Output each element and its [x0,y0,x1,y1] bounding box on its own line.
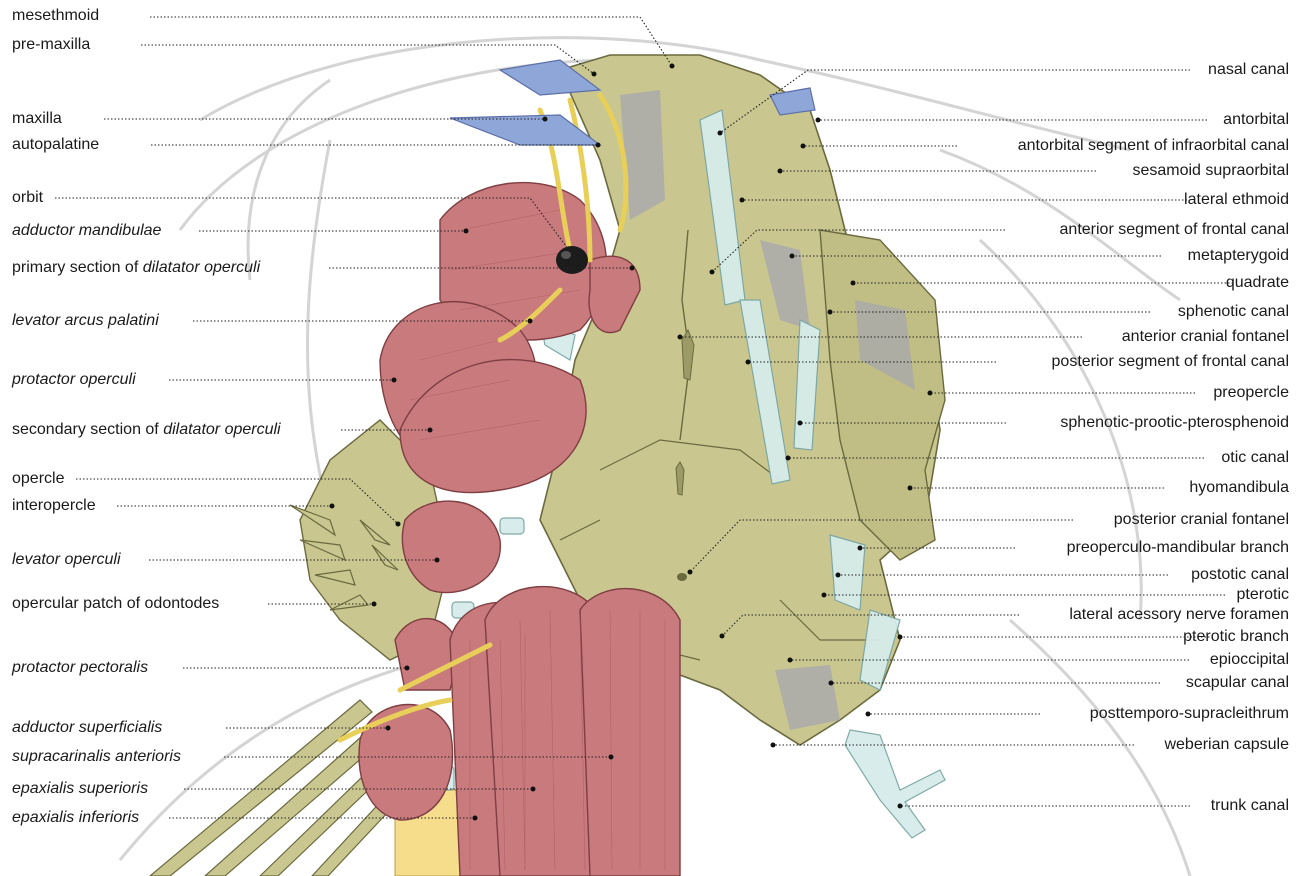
label-pterotic: pterotic [1237,586,1289,604]
label-preopercle: preopercle [1213,384,1289,402]
label-secondary-dilatator: secondary section of dilatator operculi [12,421,281,439]
label-anterior-frontal-canal: anterior segment of frontal canal [1060,221,1289,239]
label-metapterygoid: metapterygoid [1188,247,1289,265]
label-otic-canal: otic canal [1221,449,1289,467]
label-interopercle: interopercle [12,497,96,515]
label-mesethmoid: mesethmoid [12,7,99,25]
label-antorbital-segment: antorbital segment of infraorbital canal [1018,137,1289,155]
label-supracarinalis-anterioris: supracarinalis anterioris [12,748,181,766]
label-epioccipital: epioccipital [1210,651,1289,669]
levator-operculi-muscle [402,501,500,592]
label-pterotic-branch: pterotic branch [1183,628,1289,646]
label-posttemporo-supracleithrum: posttemporo-supracleithrum [1090,705,1289,723]
label-adductor-mandibulae: adductor mandibulae [12,222,161,240]
label-scapular-canal: scapular canal [1186,674,1289,692]
label-posterior-cranial-fontanel: posterior cranial fontanel [1114,511,1289,529]
label-primary-dilatator: primary section of dilatator operculi [12,259,260,277]
label-primary-dilatator-emph: dilatator operculi [143,259,260,276]
label-nasal-canal: nasal canal [1208,61,1289,79]
label-posterior-frontal-canal: posterior segment of frontal canal [1052,353,1289,371]
label-opercle: opercle [12,470,64,488]
label-quadrate: quadrate [1226,274,1289,292]
label-protactor-pectoralis: protactor pectoralis [12,659,148,677]
posterior-fontanel [676,462,684,495]
label-pre-maxilla: pre-maxilla [12,36,90,54]
label-sphenotic-canal: sphenotic canal [1178,303,1289,321]
label-trunk-canal: trunk canal [1211,797,1289,815]
label-sphenotic-prootic: sphenotic-prootic-pterosphenoid [1060,414,1289,432]
label-lateral-acessory-nerve: lateral acessory nerve foramen [1069,606,1289,624]
label-anterior-cranial-fontanel: anterior cranial fontanel [1122,328,1289,346]
orbit-eye [556,246,588,274]
foramen [677,573,687,581]
label-hyomandibula: hyomandibula [1189,479,1289,497]
label-primary-dilatator-prefix: primary section of [12,259,143,276]
label-adductor-superficialis: adductor superficialis [12,719,162,737]
label-postotic-canal: postotic canal [1191,566,1289,584]
label-orbit: orbit [12,189,43,207]
label-epaxialis-inferioris: epaxialis inferioris [12,809,139,827]
label-protactor-operculi: protactor operculi [12,371,136,389]
label-epaxialis-superioris: epaxialis superioris [12,780,148,798]
label-sesamoid-supraorbital: sesamoid supraorbital [1132,162,1289,180]
label-secondary-dilatator-emph: dilatator operculi [163,421,280,438]
label-autopalatine: autopalatine [12,136,99,154]
label-lateral-ethmoid: lateral ethmoid [1184,191,1289,209]
label-opercular-patch: opercular patch of odontodes [12,595,219,613]
label-secondary-dilatator-prefix: secondary section of [12,421,163,438]
label-weberian-capsule: weberian capsule [1164,736,1289,754]
label-preoperculo-mandibular: preoperculo-mandibular branch [1067,539,1289,557]
label-maxilla: maxilla [12,110,62,128]
label-levator-operculi: levator operculi [12,551,121,569]
label-antorbital: antorbital [1223,111,1289,129]
label-levator-arcus-palatini: levator arcus palatini [12,312,159,330]
